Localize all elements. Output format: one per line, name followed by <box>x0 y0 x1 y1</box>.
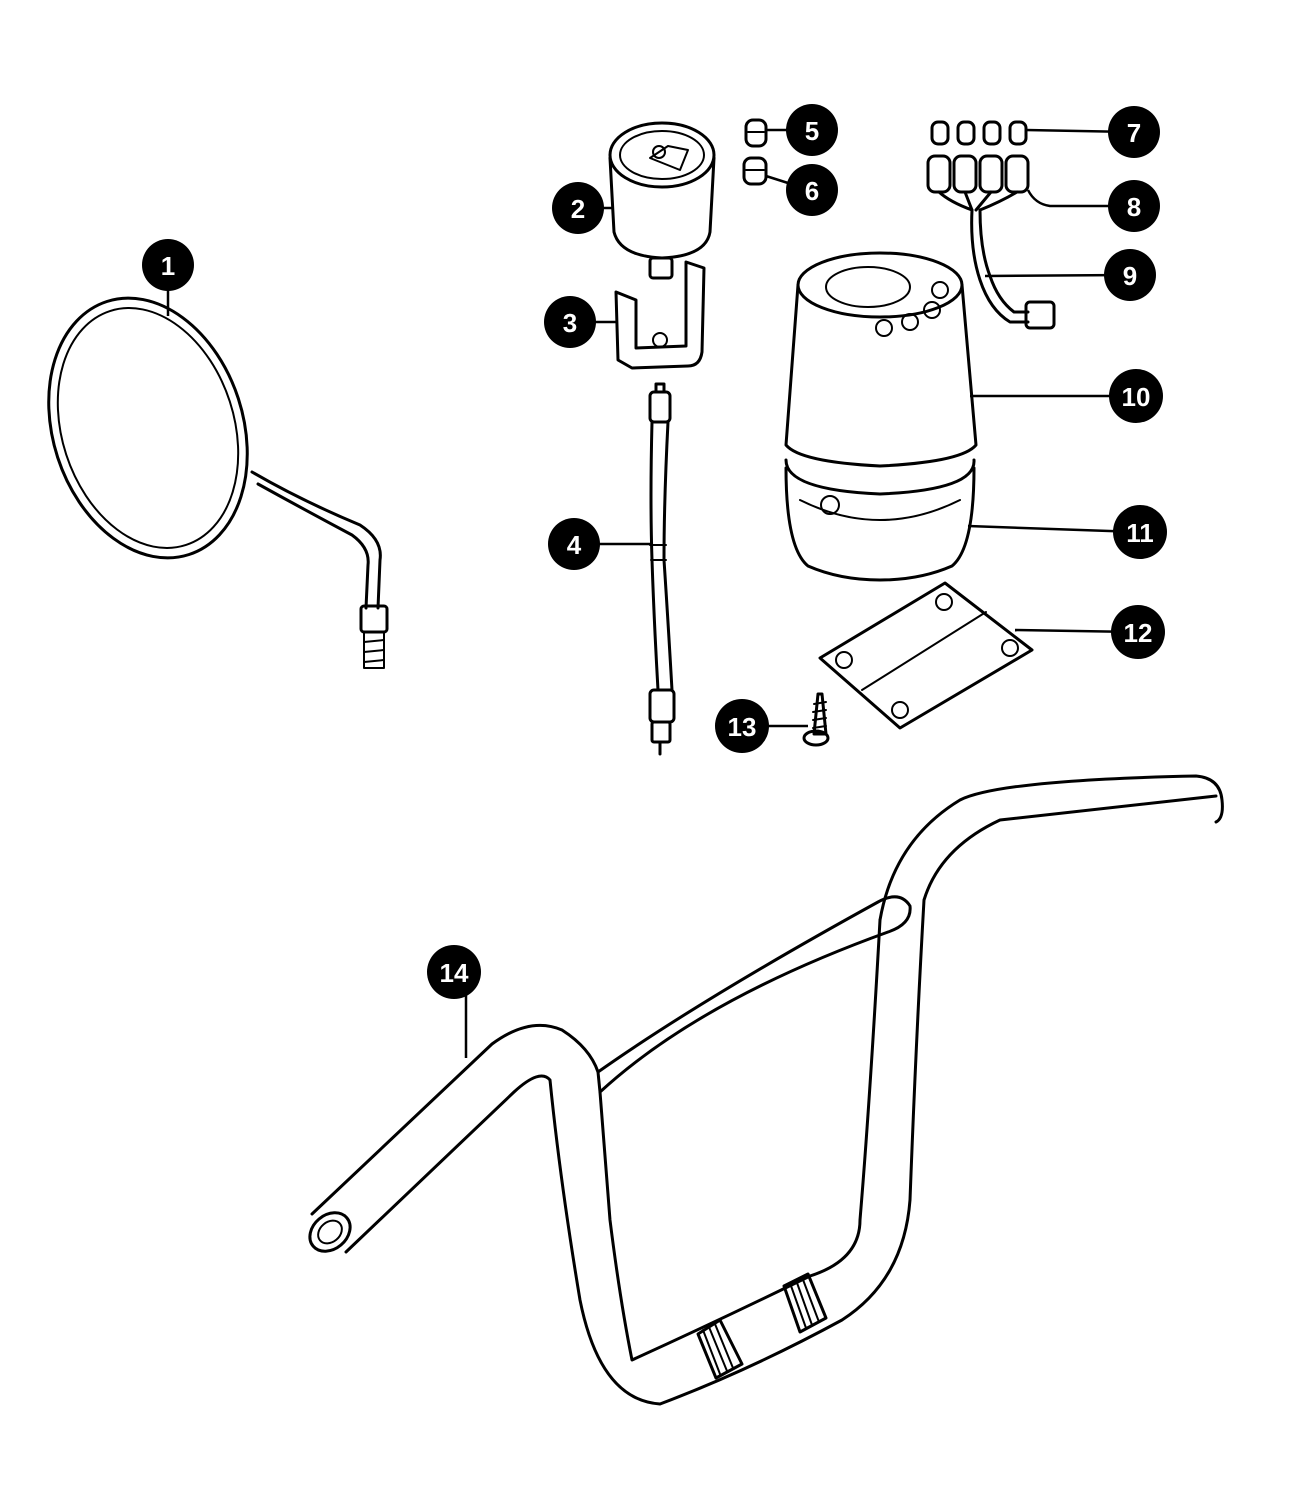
callout-10: 10 <box>1109 369 1163 423</box>
callout-4: 4 <box>548 518 600 570</box>
callout-2: 2 <box>552 182 604 234</box>
callout-12-label: 12 <box>1124 618 1153 648</box>
callout-1: 1 <box>142 239 194 291</box>
callout-13: 13 <box>715 699 769 753</box>
callout-10-label: 10 <box>1122 382 1151 412</box>
part-mounting-plate <box>818 581 1034 730</box>
callout-5: 5 <box>786 104 838 156</box>
callout-9-label: 9 <box>1123 261 1137 291</box>
callout-8-label: 8 <box>1127 192 1141 222</box>
part-handlebar <box>308 774 1224 1406</box>
part-lower-shell <box>784 458 976 582</box>
callout-4-label: 4 <box>567 530 582 560</box>
callout-12: 12 <box>1111 605 1165 659</box>
callout-7: 7 <box>1108 106 1160 158</box>
part-bulbs-7 <box>930 120 1028 146</box>
callout-9: 9 <box>1104 249 1156 301</box>
callout-13-label: 13 <box>728 712 757 742</box>
callout-6: 6 <box>786 164 838 216</box>
part-bracket <box>614 260 706 370</box>
callout-5-label: 5 <box>805 116 819 146</box>
part-mirror <box>47 296 389 669</box>
callout-14: 14 <box>427 945 481 999</box>
part-speedometer <box>608 121 716 280</box>
part-bulb-5 <box>744 118 768 148</box>
part-sockets-8 <box>926 154 1030 194</box>
part-cable <box>648 382 676 756</box>
callout-6-label: 6 <box>805 176 819 206</box>
callout-1-label: 1 <box>161 251 175 281</box>
part-bulb-6 <box>742 156 768 186</box>
callout-7-label: 7 <box>1127 118 1141 148</box>
callout-3: 3 <box>544 296 596 348</box>
part-wiring-9 <box>937 190 1056 330</box>
callout-14-label: 14 <box>440 958 469 988</box>
callout-11: 11 <box>1113 505 1167 559</box>
callout-2-label: 2 <box>571 194 585 224</box>
part-headlight-shell <box>784 251 978 468</box>
part-screw <box>802 692 830 747</box>
callout-11-label: 11 <box>1126 518 1154 548</box>
callout-3-label: 3 <box>563 308 577 338</box>
callout-8: 8 <box>1108 180 1160 232</box>
